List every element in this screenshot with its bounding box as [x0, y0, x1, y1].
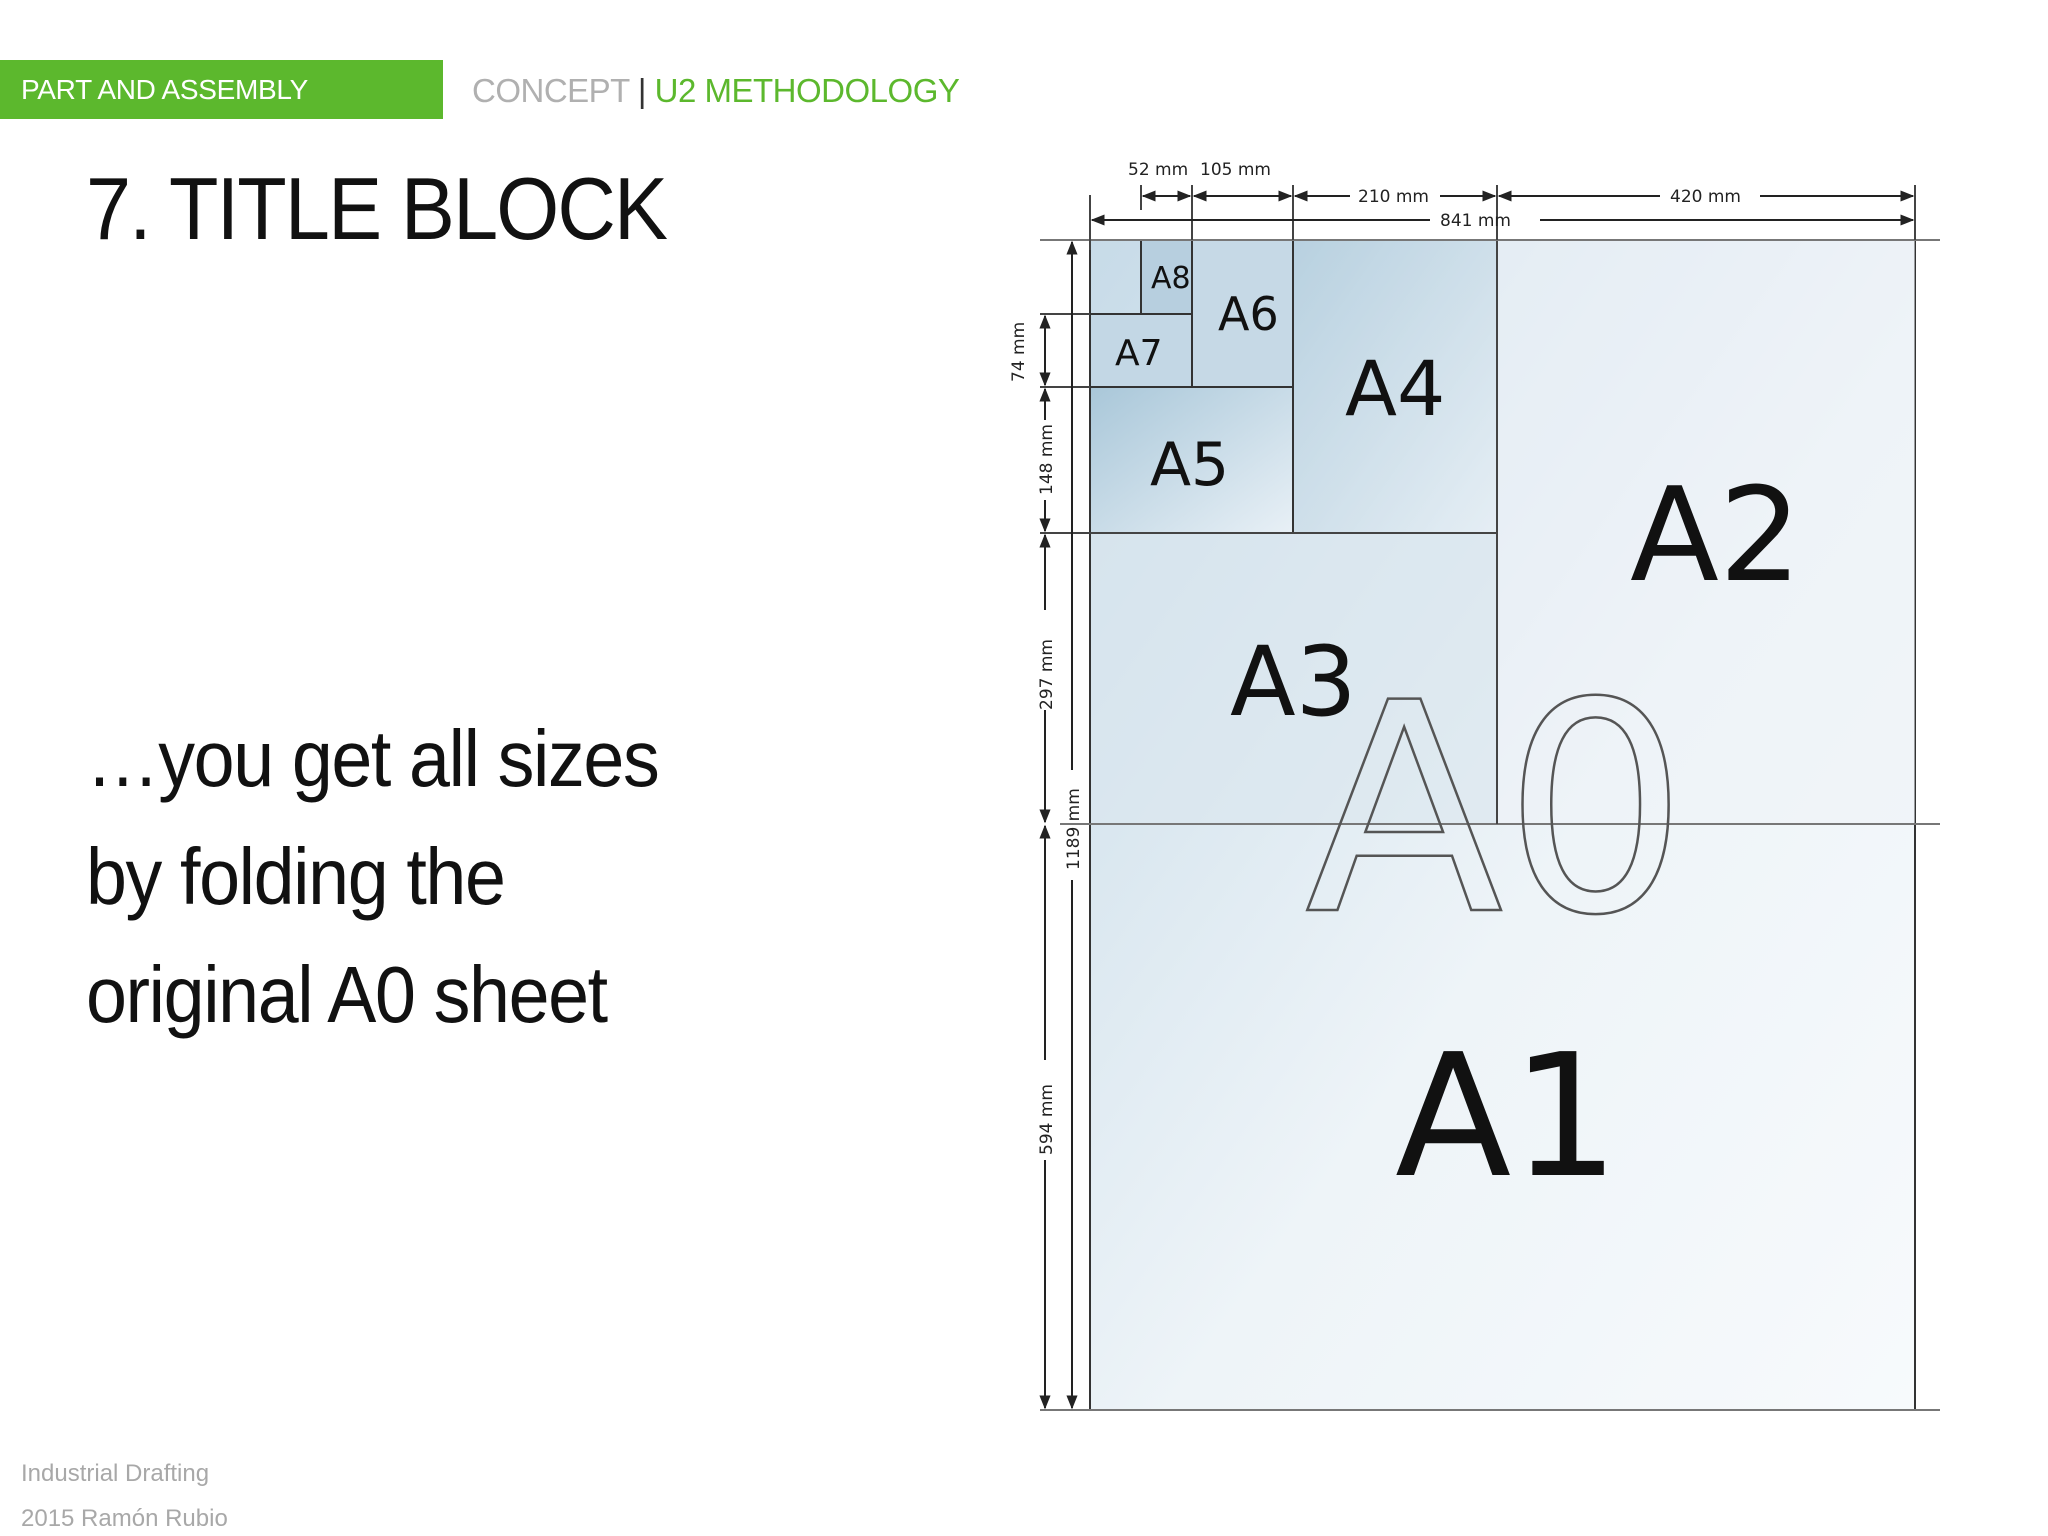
crumb-separator: |	[637, 72, 647, 109]
dim-420mm: 420 mm	[1670, 187, 1741, 207]
body-line-2: by folding the	[86, 832, 506, 921]
body-line-1: …you get all sizes	[86, 714, 660, 803]
dim-1189mm: 1189 mm	[1064, 788, 1084, 870]
footer-author: 2015 Ramón Rubio	[21, 1505, 228, 1532]
crumb-methodology: U2 METHODOLOGY	[654, 72, 960, 109]
label-a2: A2	[1630, 459, 1802, 611]
section-tag: PART AND ASSEMBLY DRAWING	[0, 60, 443, 164]
dim-210mm: 210 mm	[1358, 187, 1429, 207]
label-a7: A7	[1115, 333, 1163, 374]
label-a1: A1	[1395, 1018, 1619, 1216]
dim-148mm: 148 mm	[1037, 424, 1057, 495]
dim-594mm: 594 mm	[1037, 1084, 1057, 1155]
dim-841mm: 841 mm	[1440, 211, 1511, 231]
label-a0: A0	[1305, 642, 1688, 979]
crumb-concept: CONCEPT	[472, 72, 630, 109]
sheet-a8	[1140, 239, 1193, 315]
dim-52mm: 52 mm	[1128, 160, 1188, 180]
breadcrumb: CONCEPT | U2 METHODOLOGY	[472, 72, 960, 110]
label-a3: A3	[1230, 626, 1357, 738]
label-a6: A6	[1218, 287, 1279, 341]
sheet-a2-area	[1497, 240, 1915, 824]
slide-body: …you get all sizes by folding the origin…	[86, 700, 730, 1054]
label-a5: A5	[1150, 430, 1229, 500]
sheet-a7	[1089, 313, 1193, 388]
dim-297mm: 297 mm	[1037, 639, 1057, 710]
label-a8: A8	[1151, 261, 1191, 296]
dim-74mm: 74 mm	[1009, 322, 1029, 382]
dim-105mm: 105 mm	[1200, 160, 1271, 180]
body-line-3: original A0 sheet	[86, 950, 608, 1039]
label-a4: A4	[1345, 344, 1445, 433]
sheet-a6	[1191, 239, 1294, 388]
sheet-a4	[1292, 239, 1498, 534]
slide-title: 7. TITLE BLOCK	[86, 159, 668, 258]
paper-sizes-diagram: A0 A1 A2 A3 A4 A5 A6 A7 A8 52 mm 105 mm …	[1009, 160, 1940, 1411]
footer-course: Industrial Drafting	[21, 1460, 210, 1487]
